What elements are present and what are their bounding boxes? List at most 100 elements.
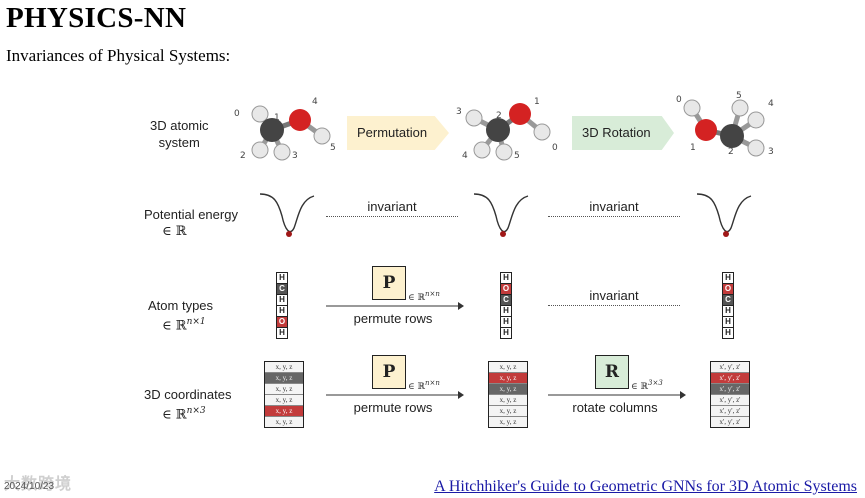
atom-type-cell: O [277, 317, 287, 328]
atom-index: 5 [330, 143, 336, 153]
energy-curve-original [259, 193, 315, 237]
atom-hydrogen [473, 141, 491, 159]
atom-index: 4 [462, 151, 468, 161]
atom-type-cell: C [723, 295, 733, 306]
atom-types-rotated: H O C H H H [722, 272, 734, 339]
row-label-coords-space-sup: n×3 [186, 406, 206, 416]
atom-index: 5 [514, 151, 520, 161]
atom-index: 4 [768, 99, 774, 109]
row-label-coords-space: ∈ ℝ [162, 407, 187, 423]
atom-index: 3 [768, 147, 774, 157]
coord-cell: x', y', z' [711, 362, 749, 373]
rotation-matrix-space: ∈ ℝ3×3 [631, 379, 663, 392]
atom-type-cell: H [501, 328, 511, 338]
row-label-types-space-sup: n×1 [186, 317, 206, 327]
rotate-arrow [548, 391, 686, 399]
coord-cell: x, y, z [265, 373, 303, 384]
atom-index: 1 [274, 113, 280, 123]
rotation-matrix-box: R [595, 355, 629, 389]
coord-cell: x, y, z [265, 406, 303, 417]
atom-oxygen [289, 109, 311, 131]
atom-index: 0 [234, 109, 240, 119]
energy-curve-rotated [696, 193, 752, 237]
rotation-matrix-space-sup: 3×3 [648, 379, 663, 387]
atom-index: 2 [240, 151, 246, 161]
atom-index: 1 [690, 143, 696, 153]
invariant-label: invariant [367, 199, 417, 214]
coord-cell: x, y, z [265, 417, 303, 427]
energy-minimum-marker [286, 231, 292, 237]
atom-type-cell: H [277, 273, 287, 284]
row-label-energy-space: ∈ ℝ [162, 224, 187, 239]
atom-type-cell: C [501, 295, 511, 306]
permutation-matrix-space-sup: n×n [425, 290, 440, 298]
coord-cell: x', y', z' [711, 373, 749, 384]
coord-cell: x, y, z [489, 384, 527, 395]
coords-rotated: x', y', z' x', y', z' x', y', z' x', y',… [710, 361, 750, 428]
coord-cell: x, y, z [489, 395, 527, 406]
permute-arrow [326, 391, 464, 399]
permute-rows-label: permute rows [353, 400, 433, 415]
invariant-line [548, 216, 680, 217]
atom-hydrogen [313, 127, 331, 145]
atom-type-cell: H [723, 328, 733, 338]
atom-type-cell: H [723, 306, 733, 317]
atom-index: 4 [312, 97, 318, 107]
atom-carbon [486, 118, 510, 142]
atom-carbon [720, 124, 744, 148]
footer-date: 2024/10/23 [4, 481, 55, 492]
energy-curve-permuted [473, 193, 529, 237]
atom-type-cell: H [277, 295, 287, 306]
atom-type-cell: H [277, 306, 287, 317]
atom-type-cell: H [277, 328, 287, 338]
atom-index: 5 [736, 91, 742, 101]
coord-cell: x', y', z' [711, 417, 749, 427]
molecule-permuted: 3 2 4 5 1 0 [456, 97, 558, 161]
atom-type-cell: O [723, 284, 733, 295]
atom-type-cell: H [501, 306, 511, 317]
permutation-matrix-space-text: ∈ ℝ [408, 382, 426, 392]
row-label-energy-text: Potential energy [144, 207, 238, 222]
page-subtitle: Invariances of Physical Systems: [6, 46, 231, 65]
atom-hydrogen [465, 109, 483, 127]
atom-type-cell: C [277, 284, 287, 295]
coord-cell: x, y, z [265, 395, 303, 406]
rotate-columns-label: rotate columns [572, 400, 658, 415]
coord-cell: x, y, z [489, 362, 527, 373]
atom-index: 0 [676, 95, 682, 105]
coord-cell: x', y', z' [711, 395, 749, 406]
paper-link[interactable]: A Hitchhiker's Guide to Geometric GNNs f… [434, 478, 857, 495]
page-title: PHYSICS-NN [6, 2, 187, 34]
rotation-label: 3D Rotation [582, 125, 651, 140]
permute-rows-label: permute rows [353, 311, 433, 326]
coord-cell: x, y, z [265, 384, 303, 395]
energy-minimum-marker [723, 231, 729, 237]
atom-hydrogen [251, 141, 269, 159]
atom-oxygen [509, 103, 531, 125]
coord-cell: x, y, z [265, 362, 303, 373]
coord-cell: x, y, z [489, 406, 527, 417]
invariant-label: invariant [589, 199, 639, 214]
permutation-matrix-space-text: ∈ ℝ [408, 293, 426, 303]
row-label-system-line2: system [158, 135, 200, 150]
atom-hydrogen [731, 99, 749, 117]
atom-type-cell: O [501, 284, 511, 295]
invariant-label: invariant [589, 288, 639, 303]
atom-type-cell: H [501, 273, 511, 284]
row-label-system: 3D atomic system [150, 117, 209, 151]
permutation-matrix-box: P [372, 355, 406, 389]
atom-hydrogen [533, 123, 551, 141]
permute-arrow [326, 302, 464, 310]
atom-type-cell: H [723, 317, 733, 328]
invariant-line [548, 305, 680, 306]
molecule-rotated: 0 1 2 3 4 5 [676, 91, 774, 157]
atom-hydrogen [747, 111, 765, 129]
row-label-types-text: Atom types [148, 298, 214, 313]
coord-cell: x, y, z [489, 417, 527, 427]
row-label-coords-text: 3D coordinates [144, 387, 232, 402]
row-label-coords: 3D coordinates ∈ ℝn×3 [144, 386, 231, 423]
permutation-label: Permutation [357, 125, 428, 140]
permutation-matrix-box: P [372, 266, 406, 300]
atom-hydrogen [495, 143, 513, 161]
row-label-types: Atom types ∈ ℝn×1 [148, 297, 213, 334]
